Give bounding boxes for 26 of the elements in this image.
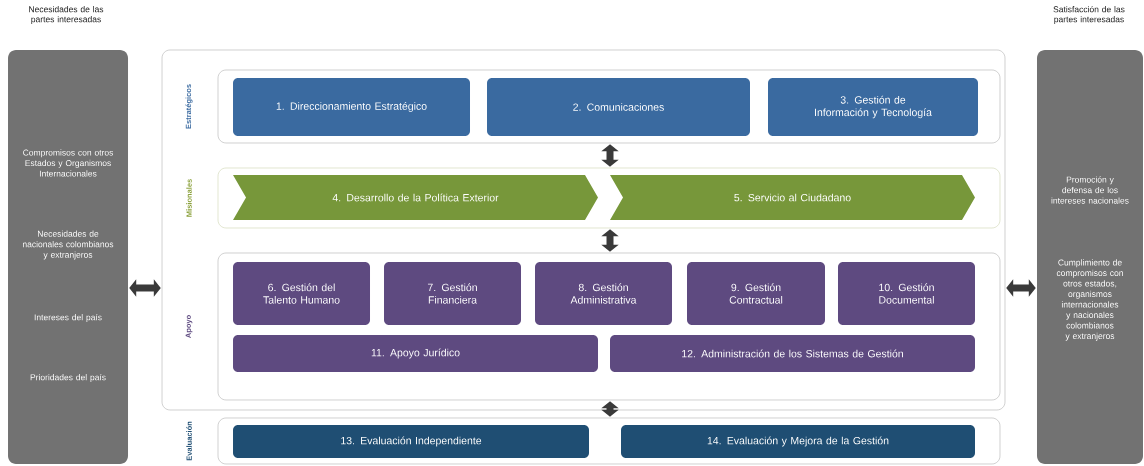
process-box: 3. Gestión de Información y Tecnología <box>768 78 978 136</box>
panel-text: Cumplimiento de compromisos con otros estados, organismos internacionales y nacionales colombianos y extranjeros <box>1056 259 1123 341</box>
process-box: 8. Gestión Administrativa <box>535 262 672 325</box>
panel-text: Necesidades de nacionales colombianos y extranjeros <box>23 230 114 260</box>
double-arrow <box>601 229 619 252</box>
process-box: 2. Comunicaciones <box>487 78 750 136</box>
panel-text: Compromisos con otros Estados y Organismos Internacionales <box>23 149 114 177</box>
panel-text: Promoción y defensa de los intereses nacionales <box>1051 176 1129 204</box>
process-box: 12. Administración de los Sistemas de Gestión <box>610 335 975 372</box>
process-box: 13. Evaluación Independiente <box>233 425 589 458</box>
process-box: 7. Gestión Financiera <box>384 262 521 325</box>
double-arrow <box>129 279 161 297</box>
process-box: 1. Direccionamiento Estratégico <box>233 78 470 136</box>
double-arrow <box>601 401 619 417</box>
panel-heading: Necesidades de las partes interesadas <box>29 6 104 24</box>
process-box: 11. Apoyo Jurídico <box>233 335 598 372</box>
double-arrow <box>1006 279 1036 297</box>
process-box: 10. Gestión Documental <box>838 262 975 325</box>
process-box: 6. Gestión del Talento Humano <box>233 262 370 325</box>
panel-heading: Satisfacción de las partes interesadas <box>1053 6 1125 24</box>
process-box: 9. Gestión Contractual <box>687 262 825 325</box>
panel-text: Intereses del país <box>34 314 102 322</box>
frame-box <box>161 49 1006 411</box>
double-arrow <box>601 144 619 167</box>
panel-text: Prioridades del país <box>30 374 106 382</box>
process-box: 14. Evaluación y Mejora de la Gestión <box>621 425 975 458</box>
